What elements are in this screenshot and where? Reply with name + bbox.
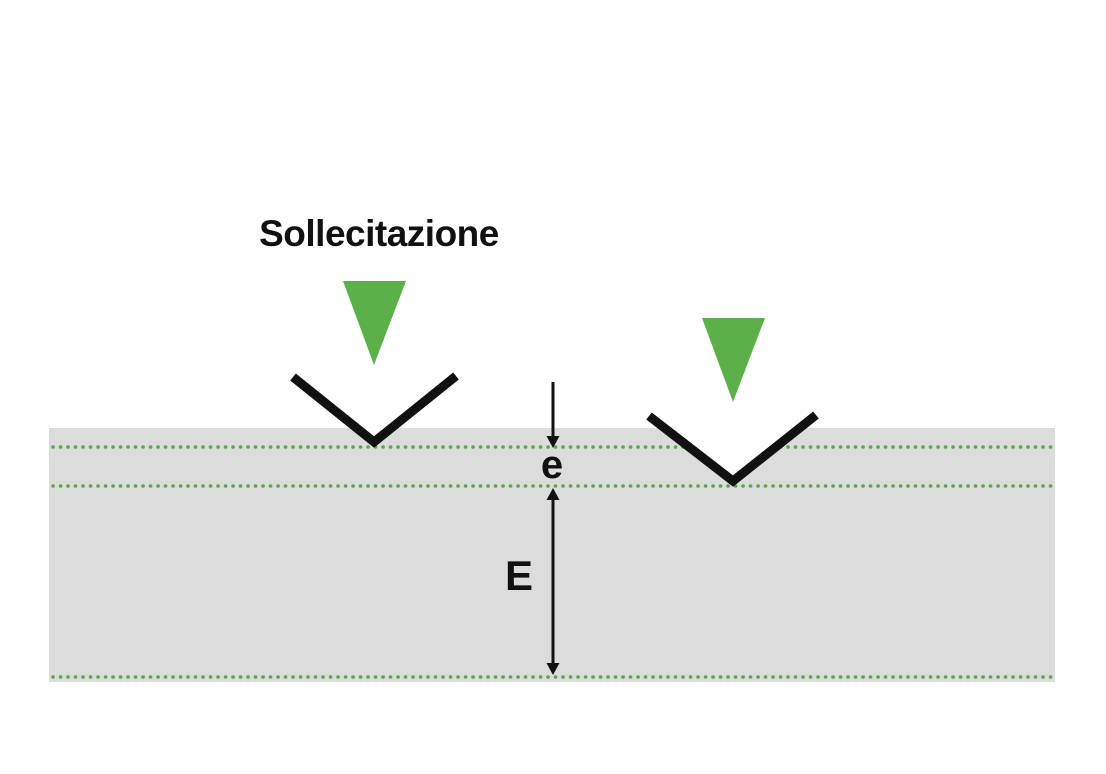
E-dimension-top-arrowhead-icon — [546, 488, 560, 500]
left-load-arrow-icon — [343, 281, 406, 365]
right-indent-cavity — [649, 415, 816, 481]
diagram-title: Sollecitazione — [259, 213, 499, 254]
coating-thickness-label: e — [541, 443, 563, 487]
substrate-thickness-label: E — [505, 552, 533, 599]
e-dimension-arrowhead-icon — [546, 436, 560, 448]
E-dimension-bottom-arrowhead-icon — [546, 663, 560, 675]
right-indenter-tip — [646, 411, 819, 487]
left-indenter-tip — [290, 372, 459, 448]
right-load-arrow-icon — [702, 318, 765, 402]
left-indent-cavity — [293, 376, 456, 442]
